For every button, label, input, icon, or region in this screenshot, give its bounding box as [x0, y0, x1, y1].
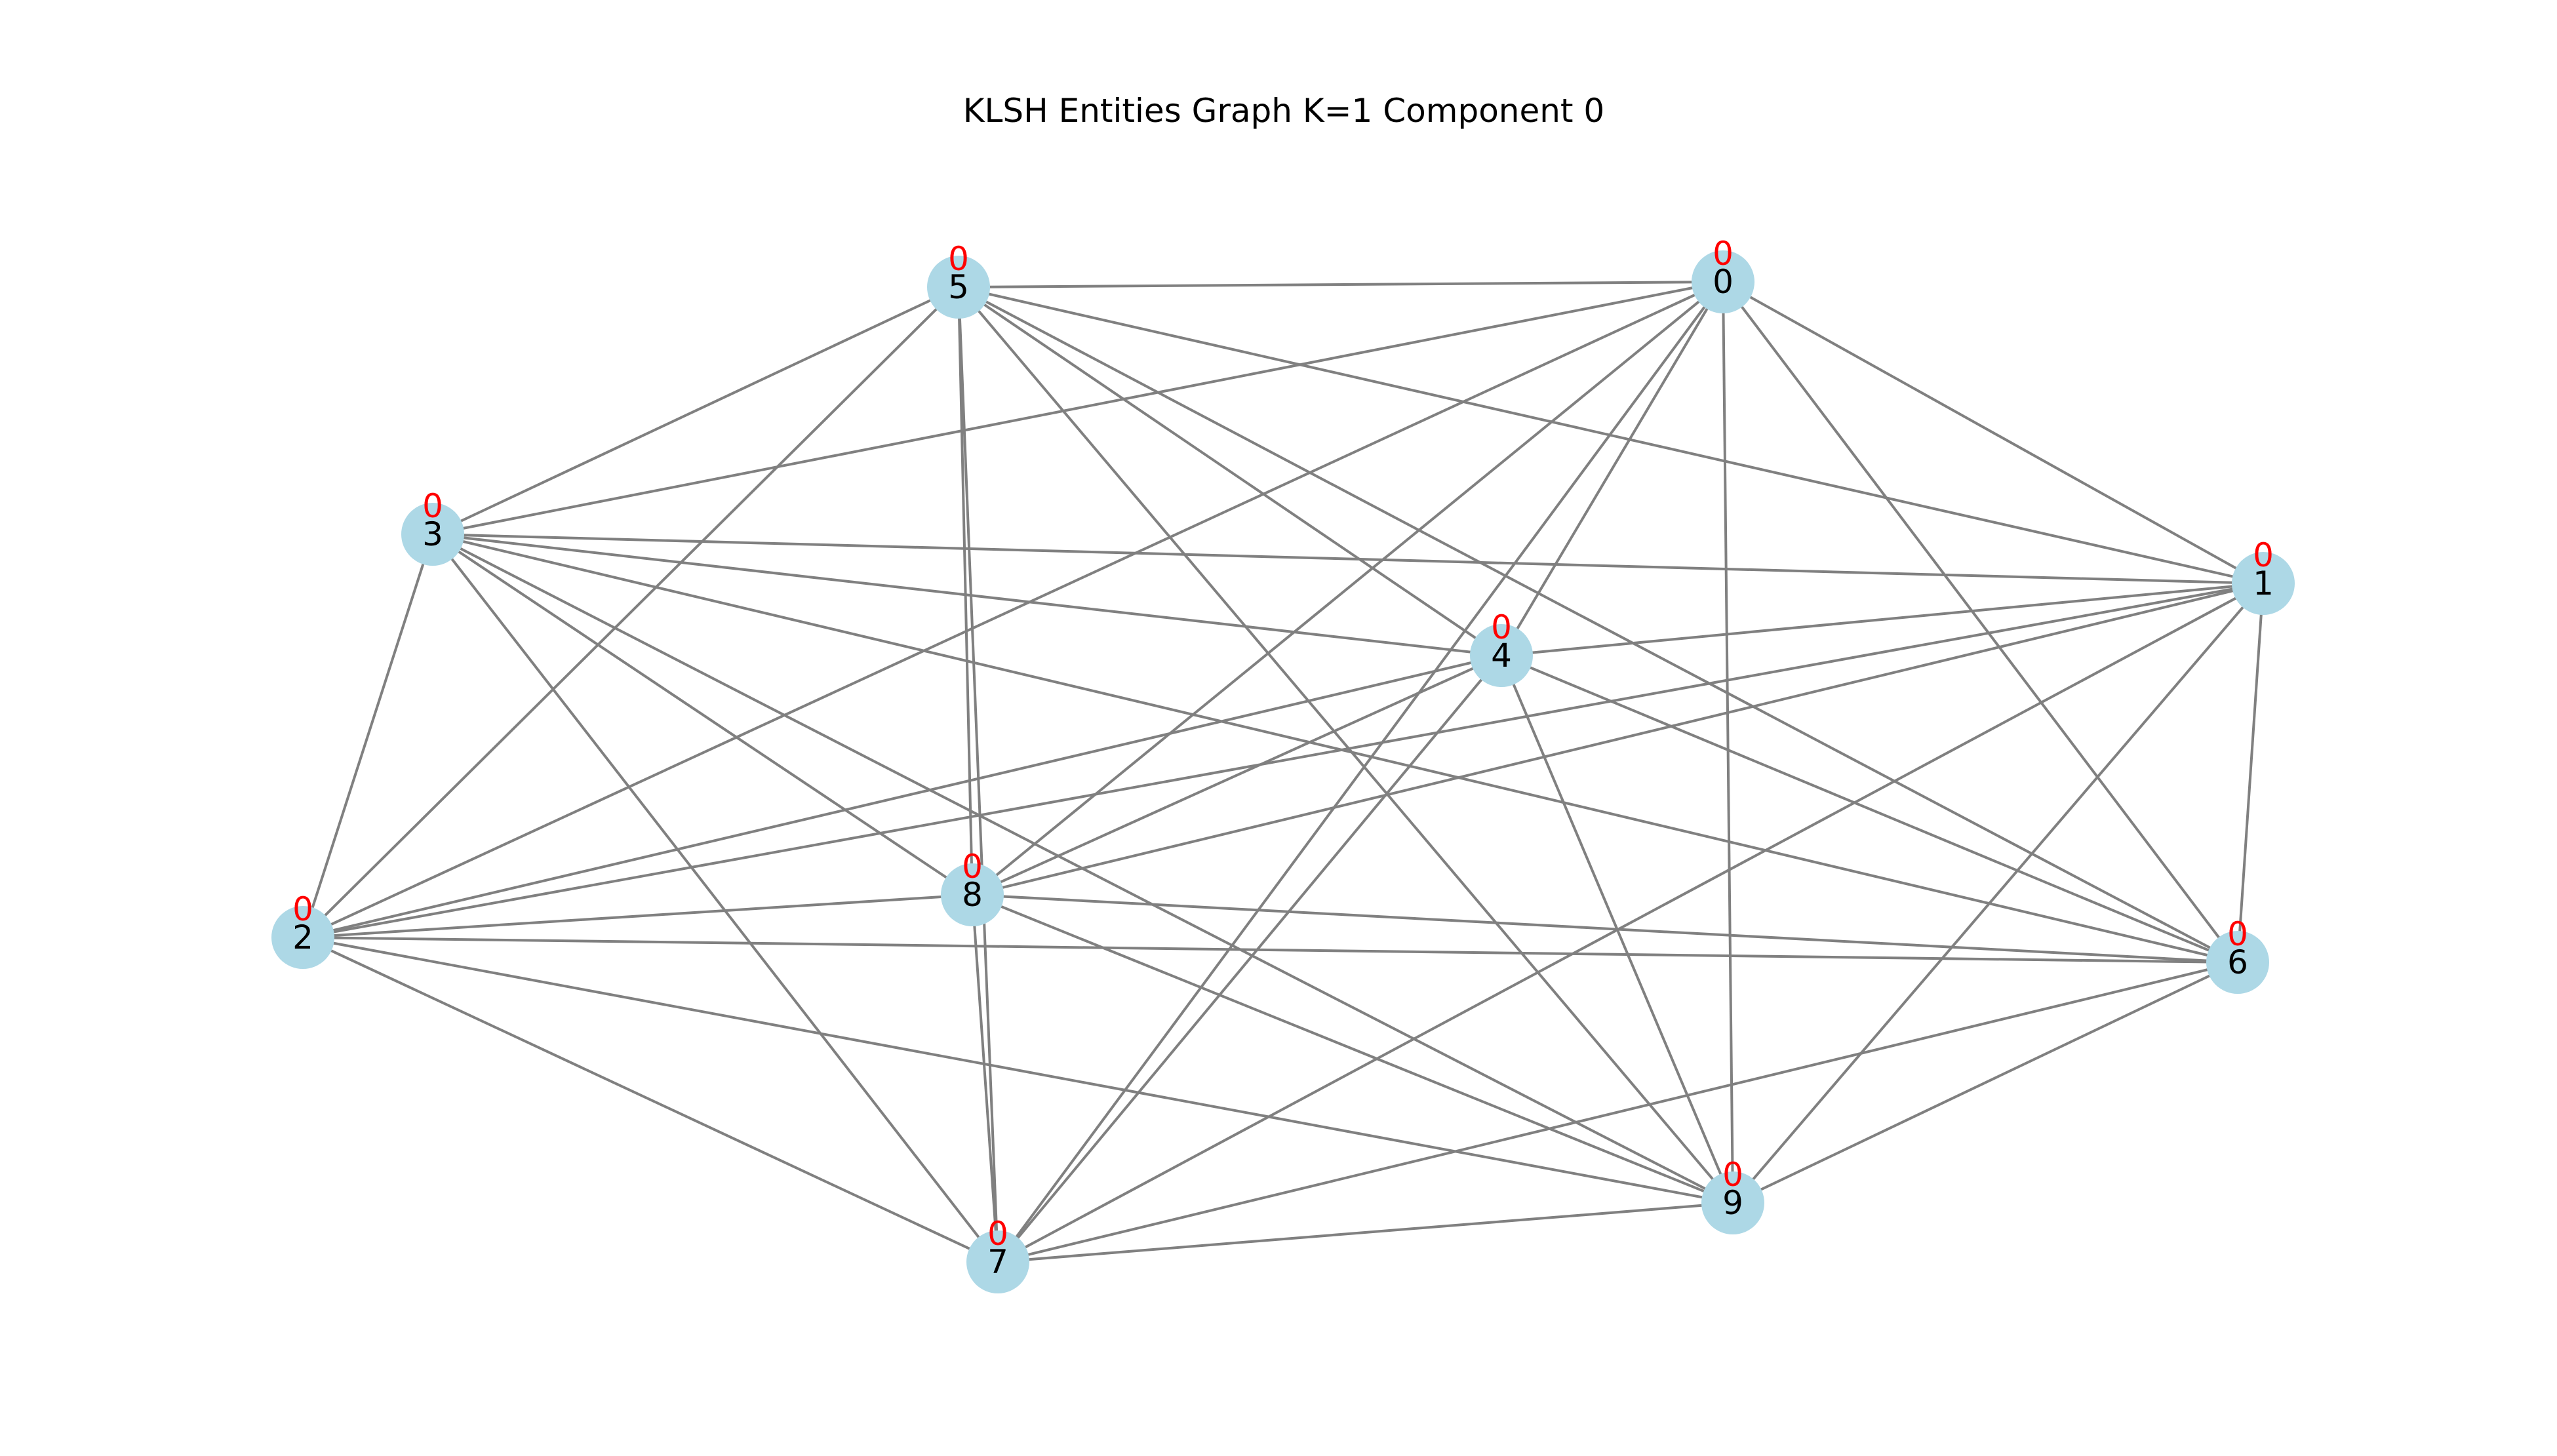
node-1: 10: [2232, 536, 2295, 615]
edge-8-2: [302, 894, 973, 939]
edge-3-4: [432, 533, 1502, 657]
edge-5-4: [957, 286, 1503, 657]
node-2: 20: [271, 890, 334, 969]
edge-8-9: [972, 894, 1734, 1204]
edge-2-7: [302, 936, 999, 1263]
edge-5-3: [432, 286, 959, 536]
edge-6-7: [997, 961, 2238, 1263]
node-tag: 0: [2253, 536, 2274, 574]
edge-1-9: [1732, 582, 2265, 1204]
node-tag: 0: [1722, 1156, 1743, 1194]
edge-7-9: [997, 1202, 1734, 1263]
node-tag: 0: [962, 848, 983, 886]
edge-4-7: [997, 654, 1503, 1263]
node-circle: [1470, 624, 1533, 687]
node-label: 2: [292, 918, 313, 956]
node-circle: [941, 863, 1004, 926]
edge-4-2: [302, 654, 1502, 939]
node-tag: 0: [1713, 235, 1734, 273]
edge-0-2: [302, 281, 1724, 939]
edge-5-7: [957, 286, 999, 1263]
edge-8-7: [971, 894, 999, 1263]
edge-2-6: [302, 936, 2238, 964]
edge-5-2: [302, 286, 960, 939]
node-0: 00: [1692, 235, 1754, 313]
node-6: 60: [2206, 915, 2269, 994]
node-label: 1: [2253, 564, 2274, 602]
node-label: 5: [948, 268, 969, 306]
node-label: 7: [987, 1243, 1008, 1281]
edge-0-4: [1500, 281, 1724, 657]
node-circle: [966, 1230, 1029, 1293]
node-label: 6: [2227, 943, 2248, 981]
node-circle: [927, 256, 990, 319]
node-tag: 0: [422, 487, 443, 525]
edge-5-9: [957, 286, 1734, 1204]
node-circle: [2206, 931, 2269, 994]
node-label: 3: [422, 515, 443, 553]
edge-3-2: [302, 534, 434, 938]
edge-0-9: [1722, 281, 1734, 1204]
edge-2-9: [302, 936, 1734, 1204]
node-8: 80: [941, 848, 1004, 926]
edge-3-7: [431, 533, 999, 1263]
edge-4-6: [1501, 654, 2238, 964]
edge-1-4: [1501, 582, 2264, 657]
edge-0-6: [1722, 281, 2239, 964]
node-label: 0: [1713, 263, 1734, 301]
node-label: 9: [1722, 1184, 1743, 1222]
node-label: 4: [1491, 637, 1512, 675]
edge-5-0: [958, 281, 1724, 288]
node-5: 50: [927, 240, 990, 319]
node-tag: 0: [2227, 915, 2248, 953]
edge-1-8: [972, 582, 2264, 896]
edge-5-8: [957, 286, 974, 895]
edge-6-9: [1732, 961, 2238, 1204]
edge-0-3: [432, 281, 1724, 536]
edge-0-1: [1722, 281, 2264, 585]
node-circle: [401, 503, 464, 566]
node-tag: 0: [987, 1215, 1008, 1253]
edge-1-7: [997, 582, 2264, 1263]
edge-0-7: [997, 281, 1724, 1263]
edge-1-6: [2236, 583, 2265, 963]
edge-4-8: [972, 654, 1502, 896]
node-7: 70: [966, 1215, 1029, 1293]
edge-5-6: [958, 286, 2238, 964]
node-circle: [271, 906, 334, 969]
graph-title: KLSH Entities Graph K=1 Component 0: [963, 92, 1605, 130]
node-tag: 0: [1491, 608, 1512, 646]
node-circle: [2232, 552, 2295, 615]
node-tag: 0: [292, 890, 313, 928]
edge-1-2: [302, 582, 2264, 939]
edge-3-8: [431, 533, 974, 896]
node-circle: [1701, 1171, 1764, 1234]
node-label: 8: [962, 876, 983, 914]
node-4: 40: [1470, 608, 1533, 687]
node-circle: [1692, 250, 1754, 313]
edge-3-1: [432, 533, 2264, 585]
edge-8-6: [972, 894, 2238, 964]
edges-layer: [302, 281, 2265, 1263]
edge-3-6: [432, 533, 2238, 964]
node-9: 90: [1701, 1156, 1764, 1234]
node-tag: 0: [948, 240, 969, 278]
node-3: 30: [401, 487, 464, 566]
